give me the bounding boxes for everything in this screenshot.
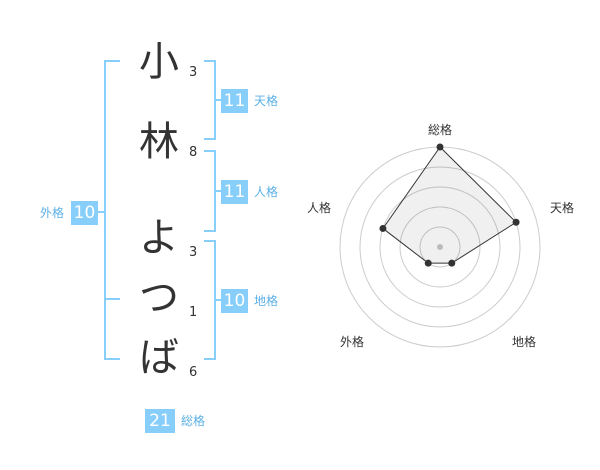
soukaku-value-badge: 21	[145, 409, 175, 433]
tenkaku-label: 天格	[254, 94, 279, 108]
radar-center-dot	[437, 244, 443, 250]
stroke-count-1: 3	[189, 65, 198, 80]
radar-axis-label-jinkaku: 人格	[307, 200, 331, 215]
radar-point	[512, 218, 520, 226]
gaikaku-label: 外格	[40, 206, 65, 220]
gaikaku-bracket-tick	[104, 298, 120, 300]
radar-point	[424, 259, 432, 267]
radar-axis-label-soukaku: 総格	[428, 122, 452, 137]
radar-point	[379, 224, 387, 232]
chikaku-connector	[214, 299, 222, 301]
jinkaku-value-badge: 11	[221, 180, 248, 204]
radar-ring	[399, 206, 481, 288]
name-char-4: つ	[139, 275, 179, 321]
radar-axis-label-gaikaku: 外格	[340, 334, 364, 349]
radar-ring	[339, 146, 541, 348]
gaikaku-value-badge: 10	[71, 201, 98, 225]
stroke-count-4: 1	[189, 305, 198, 320]
stroke-count-5: 6	[189, 365, 198, 380]
radar-ring	[419, 226, 461, 268]
soukaku-label: 総格	[181, 414, 206, 428]
stroke-count-3: 3	[189, 245, 198, 260]
stroke-count-2: 8	[189, 145, 198, 160]
radar-rings	[339, 146, 541, 348]
jinkaku-label: 人格	[254, 185, 279, 199]
jinkaku-connector	[214, 190, 222, 192]
radar-axis-label-tenkaku: 天格	[550, 200, 574, 215]
radar-point	[448, 259, 456, 267]
gaikaku-connector	[98, 211, 106, 213]
name-char-2: 林	[139, 119, 179, 165]
chikaku-value-badge: 10	[221, 289, 248, 313]
tenkaku-connector	[214, 99, 222, 101]
radar-ring	[359, 166, 521, 328]
tenkaku-value-badge: 11	[221, 89, 248, 113]
radar-ring	[379, 186, 501, 308]
name-char-1: 小	[139, 39, 179, 85]
chikaku-label: 地格	[254, 294, 279, 308]
radar-point	[436, 143, 444, 151]
radar-axis-label-chikaku: 地格	[512, 334, 536, 349]
radar-series-area	[382, 146, 517, 264]
name-char-5: ば	[139, 335, 179, 381]
name-char-3: よ	[139, 215, 179, 261]
gaikaku-bracket	[104, 60, 120, 360]
